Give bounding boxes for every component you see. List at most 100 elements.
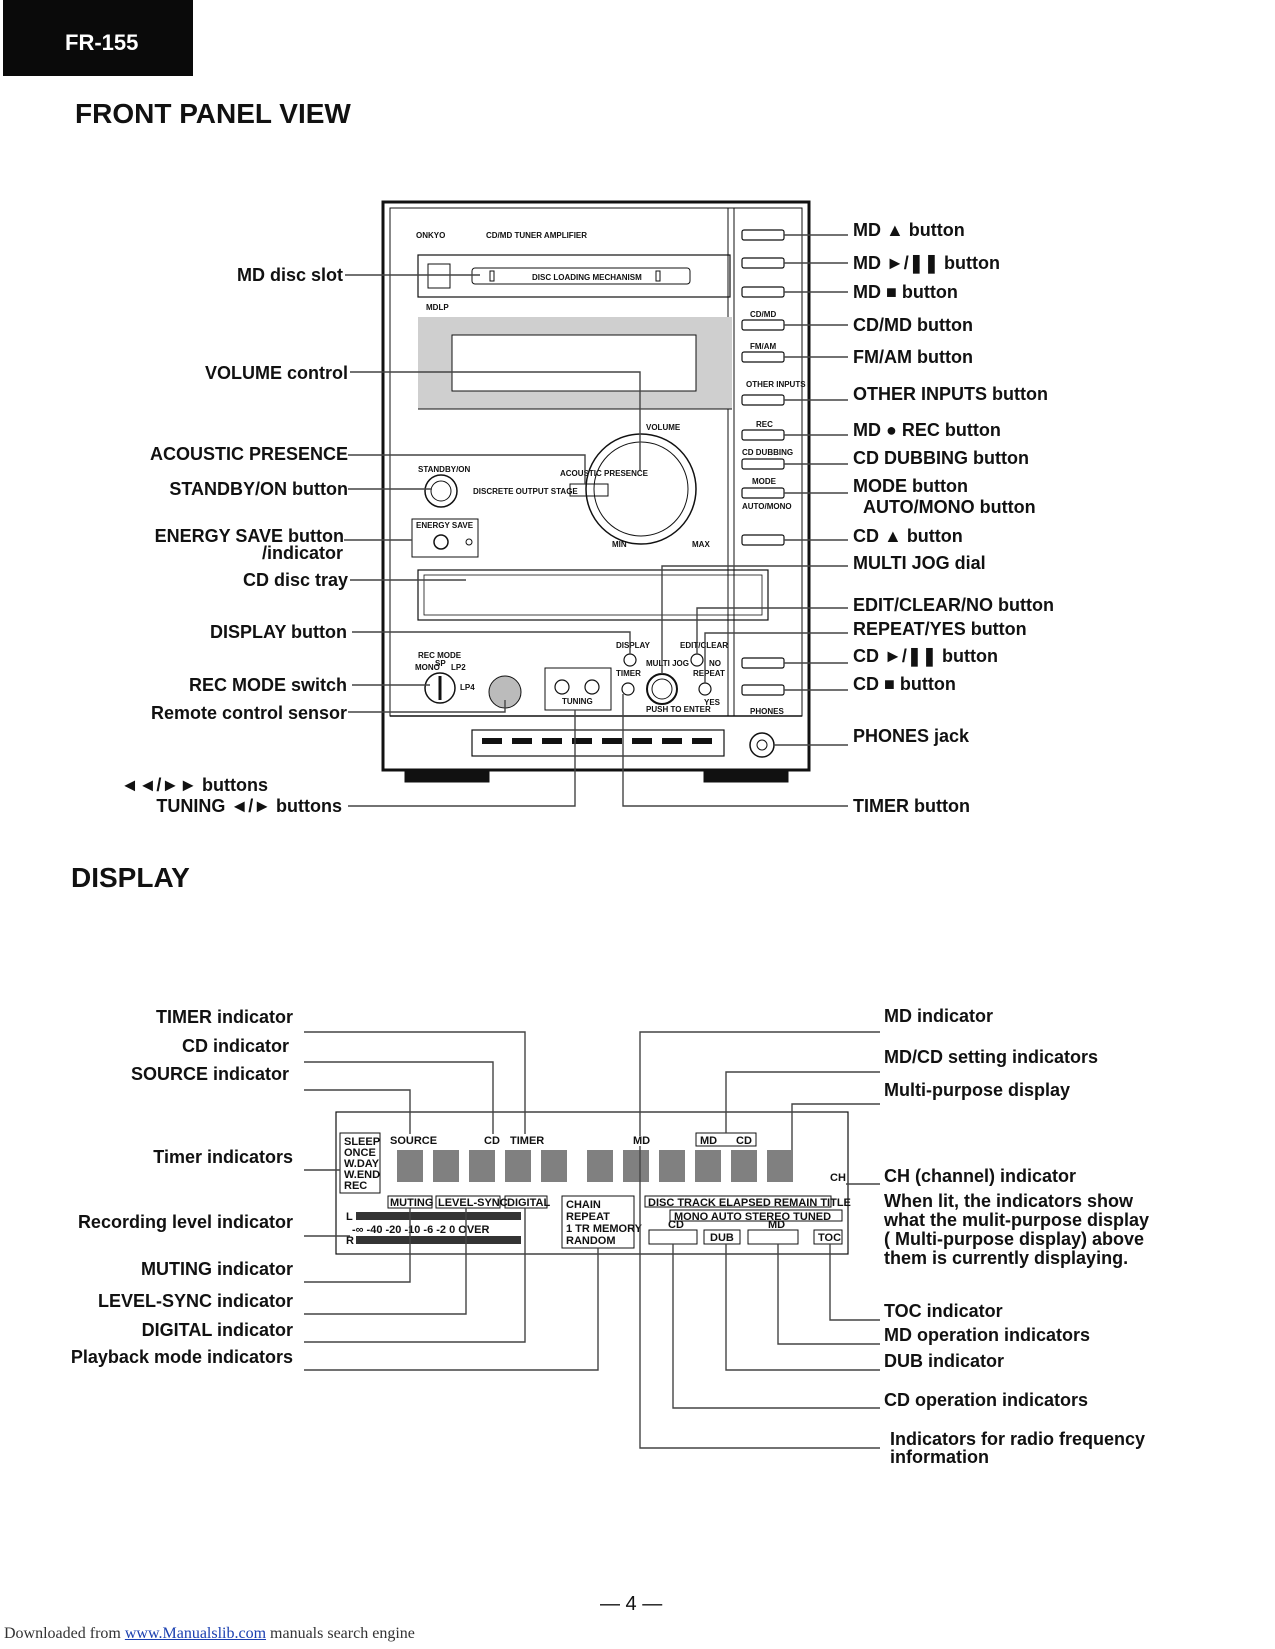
page-number: — 4 — [600,1593,663,1615]
device-acoustic: ACOUSTIC PRESENCE [560,469,649,478]
meter-scale: -∞ -40 -20 -10 -6 -2 0 OVER [352,1224,490,1236]
pb-chain: CHAIN [566,1199,601,1211]
ind-md-op: MD [768,1219,785,1231]
label-cd-operation: CD operation indicators [884,1390,1089,1410]
label-cd-indicator: CD indicator [181,1036,289,1056]
label-multi-jog: MULTI JOG dial [853,553,986,573]
device-other-inputs: OTHER INPUTS [746,380,806,389]
ind-source: SOURCE [390,1135,437,1147]
device-mode: MODE [752,477,777,486]
label-phones: PHONES jack [853,726,970,746]
display-panel [335,1111,849,1255]
ind-cd-op: CD [668,1219,684,1231]
device-timer: TIMER [616,669,641,678]
ind-md: MD [633,1135,650,1147]
label-auto-mono: AUTO/MONO button [863,497,1036,517]
label-multi-purpose: Multi-purpose display [884,1080,1071,1100]
ind-once: ONCE [344,1147,376,1159]
device-phones: PHONES [750,707,784,716]
label-standby: STANDBY/ON button [169,479,348,499]
label-rec-mode: REC MODE switch [188,675,347,695]
ind-disc-row: DISC TRACK ELAPSED REMAIN TITLE [648,1197,851,1209]
display-title: DISPLAY [71,862,190,893]
label-fm-am: FM/AM button [853,347,973,367]
label-recording-level: Recording level indicator [77,1212,293,1232]
label-ch-indicator: CH (channel) indicator [884,1166,1077,1186]
ind-cd: CD [484,1135,500,1147]
label-digital-indicator: DIGITAL indicator [141,1320,293,1340]
level-meter [356,1212,521,1244]
meter-r: R [346,1235,354,1247]
device-lp2: LP2 [451,663,466,672]
device-energy-save: ENERGY SAVE [416,521,474,530]
device-auto-mono: AUTO/MONO [742,502,792,511]
device-cd-md: CD/MD [750,310,776,319]
pb-random: RANDOM [566,1235,616,1247]
label-energy-save: ENERGY SAVE button [154,526,344,546]
device-repeat: REPEAT [693,669,725,678]
device-edit-clear: EDIT/CLEAR [680,641,728,650]
note-line-2: what the mulit-purpose display [884,1210,1150,1230]
front-slots [482,738,712,744]
ind-wday: W.DAY [344,1158,380,1170]
device-mdlp: MDLP [426,303,449,312]
device-max: MAX [692,540,710,549]
label-playback-mode: Playback mode indicators [70,1347,293,1367]
ind-muting: MUTING [390,1197,433,1209]
ind-level-sync: LEVEL-SYNC [438,1197,508,1209]
leader-lines [304,234,880,1449]
device-rec: REC [756,420,773,429]
device-brand: ONKYO [416,231,445,240]
ind-wend: W.END [344,1169,380,1181]
device-multi-jog: MULTI JOG [646,659,689,668]
radio-note-line-1: Indicators for radio frequency [890,1429,1146,1449]
radio-note-line-2: information [890,1447,989,1467]
label-dub-indicator: DUB indicator [884,1351,1005,1371]
label-repeat-yes: REPEAT/YES button [853,619,1027,639]
ind-digital: DIGITAL [507,1197,550,1209]
label-edit-clear: EDIT/CLEAR/NO button [853,595,1054,615]
device-yes: YES [704,698,721,707]
right-buttons [741,229,785,696]
device-display: DISPLAY [616,641,651,650]
front-panel-title: FRONT PANEL VIEW [75,98,351,129]
label-cd-stop: CD ■ button [853,674,956,694]
ind-md2: MD [700,1135,717,1147]
label-md-disc-slot: MD disc slot [236,265,343,285]
label-display-button: DISPLAY button [209,622,347,642]
ind-timer: TIMER [510,1135,544,1147]
model-number: FR-155 [65,30,139,55]
device-product: CD/MD TUNER AMPLIFIER [486,231,587,240]
device-sp: SP [435,659,446,668]
label-md-indicator: MD indicator [884,1006,994,1026]
footer-suffix: manuals search engine [270,1625,415,1642]
device-push: PUSH TO ENTER [646,705,711,714]
label-cd-play: CD ►/❚❚ button [853,646,998,666]
label-remote-sensor: Remote control sensor [150,703,347,723]
footer-link[interactable]: www.Manualslib.com [124,1625,267,1642]
label-timer-indicator: TIMER indicator [155,1007,293,1027]
label-md-play: MD ►/❚❚ button [853,253,1000,273]
radio-note: Indicators for radio frequency informati… [890,1430,1145,1466]
note-line-4: them is currently displaying. [884,1248,1129,1268]
device-volume: VOLUME [646,423,681,432]
footer: Downloaded from www.Manualslib.com manua… [4,1625,415,1643]
note-line-1: When lit, the indicators show [884,1191,1134,1211]
label-volume-control: VOLUME control [205,363,348,383]
label-cd-disc-tray: CD disc tray [242,570,348,590]
pb-repeat: REPEAT [566,1211,610,1223]
label-energy-save-indicator: /indicator [261,543,343,563]
device-disc-loading: DISC LOADING MECHANISM [532,273,642,282]
ind-ch: CH [830,1172,846,1184]
device-fm-am: FM/AM [750,342,777,351]
ind-rec: REC [344,1180,367,1192]
note-line-3: ( Multi-purpose display) above [884,1229,1145,1249]
device-rec-mode: REC MODE [418,651,462,660]
label-acoustic-presence: ACOUSTIC PRESENCE [149,444,348,464]
label-cd-md: CD/MD button [853,315,973,335]
ind-radio-row: MONO AUTO STEREO TUNED [674,1211,831,1223]
label-level-sync-indicator: LEVEL-SYNC indicator [97,1291,293,1311]
label-timer-button: TIMER button [853,796,970,816]
pb-memory: 1 TR MEMORY [566,1223,643,1235]
